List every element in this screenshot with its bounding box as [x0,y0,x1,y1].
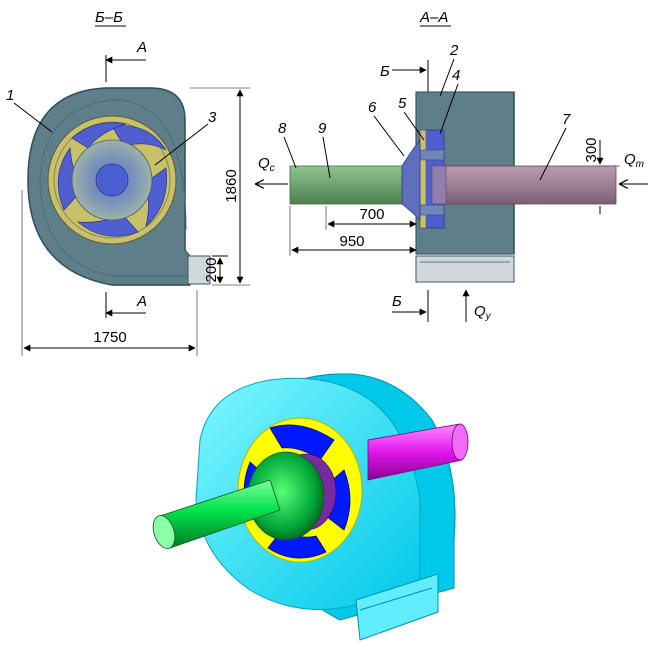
dim-300: 300 [583,137,600,162]
part-label-9: 9 [318,120,327,137]
cut-label-a-top: А [136,39,147,56]
flow-qy: Qу [474,303,492,322]
part-label-4: 4 [452,67,460,84]
section-bb-title: Б–Б [95,9,123,26]
flow-qc-sub: с [270,163,275,174]
part-label-2: 2 [449,42,459,59]
inlet-cone [401,138,421,221]
part-label-8: 8 [278,120,287,137]
outlet-pipe-pink [443,165,617,205]
section-aa-title: А–А [419,9,448,26]
dim-950: 950 [339,233,364,250]
dim-1860: 1860 [223,169,240,202]
section-aa: А–А Б 8 9 6 5 2 4 [256,9,648,322]
cut-label-a-bottom: А [136,293,147,310]
dim-200: 200 [203,257,220,282]
flow-qt-sub: т [636,159,644,170]
flow-qc: Qс [258,155,275,174]
cut-label-b-bottom: Б [392,293,402,310]
part-label-5: 5 [398,95,407,112]
outlet-box [187,255,211,285]
part-label-1: 1 [6,87,14,104]
outlet-side [415,255,515,283]
part-label-3: 3 [208,109,217,126]
part-label-6: 6 [368,99,377,116]
flow-qy-sub: у [485,311,492,322]
section-bb: Б–Б А 1 3 А [6,9,250,356]
dim-700: 700 [359,206,384,223]
iso-outlet [355,573,439,641]
isometric-view [152,373,469,641]
part-label-7: 7 [562,111,571,128]
dim-1750: 1750 [93,329,126,346]
flow-qt: Qт [624,151,644,170]
cut-label-b-top: Б [380,63,390,80]
inlet-pipe-green [289,165,409,205]
